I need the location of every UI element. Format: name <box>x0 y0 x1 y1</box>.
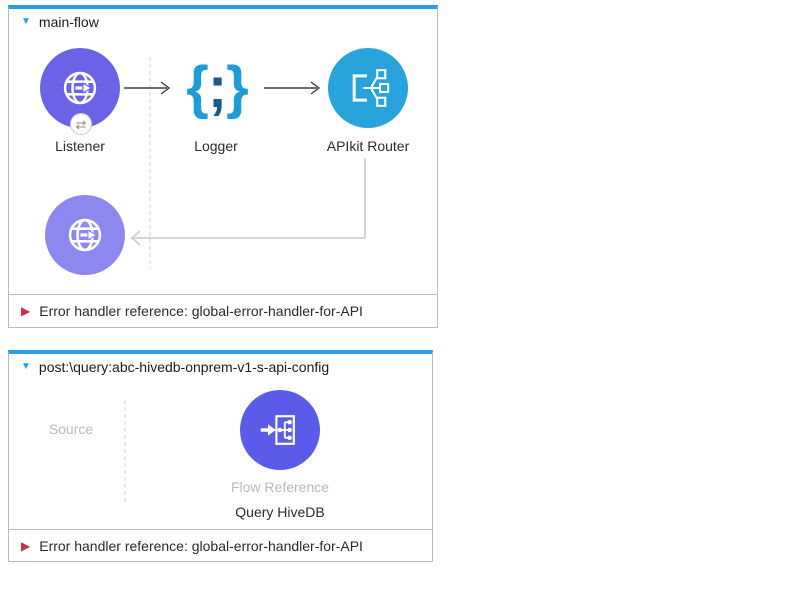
globe-arrow-icon <box>68 218 102 252</box>
logger-brace-icon: { <box>186 55 209 120</box>
error-expand-icon[interactable]: ▶ <box>21 304 31 318</box>
logger-brace-icon: } <box>226 55 249 120</box>
node-label-query-hivedb: Query HiveDB <box>235 504 325 520</box>
collapse-arrow-icon[interactable]: ▼ <box>21 361 31 372</box>
node-type-label-flow-reference: Flow Reference <box>230 479 330 495</box>
error-handler-text: Error handler reference: global-error-ha… <box>39 537 363 554</box>
flow-container-post-query[interactable]: ▼ post:\query:abc-hivedb-onprem-v1-s-api… <box>8 350 433 562</box>
router-branches-icon <box>352 69 390 107</box>
error-handler-bar[interactable]: ▶ Error handler reference: global-error-… <box>9 294 437 327</box>
error-handler-bar[interactable]: ▶ Error handler reference: global-error-… <box>9 529 432 561</box>
error-expand-icon[interactable]: ▶ <box>21 538 31 553</box>
connector-apikit-response-return <box>132 158 366 239</box>
flow-header[interactable]: ▼ post:\query:abc-hivedb-onprem-v1-s-api… <box>21 359 329 375</box>
node-flow-reference[interactable] <box>240 390 320 470</box>
exchange-glyph: ⇄ <box>75 116 87 132</box>
flow-title[interactable]: main-flow <box>38 14 99 30</box>
collapse-arrow-icon[interactable]: ▼ <box>21 16 31 27</box>
node-apikit-router[interactable] <box>328 48 408 128</box>
error-handler-text: Error handler reference: global-error-ha… <box>39 303 363 319</box>
node-label-apikit-router: APIkit Router <box>326 138 410 154</box>
flow-reference-icon <box>260 415 295 445</box>
node-label-listener: Listener <box>55 138 105 154</box>
node-logger[interactable]: { ; } <box>166 42 266 134</box>
node-response-listener[interactable] <box>45 195 125 275</box>
flow-container-main-flow[interactable]: ▼ main-flow ⇄ Listener <box>8 5 438 328</box>
flow-title[interactable]: post:\query:abc-hivedb-onprem-v1-s-api-c… <box>38 359 330 375</box>
globe-arrow-icon <box>63 71 97 105</box>
apikit-circle[interactable] <box>328 48 408 128</box>
arrowhead-icon <box>130 230 141 246</box>
arrowhead-icon <box>310 81 321 95</box>
node-label-logger: Logger <box>194 138 238 154</box>
source-placeholder-label: Source <box>48 421 94 437</box>
logger-semicolon-icon: ; <box>207 55 227 120</box>
flow-reference-circle[interactable] <box>240 390 320 470</box>
response-circle[interactable] <box>45 195 125 275</box>
exchange-badge-icon: ⇄ <box>70 113 92 135</box>
flow-header[interactable]: ▼ main-flow <box>21 14 99 30</box>
